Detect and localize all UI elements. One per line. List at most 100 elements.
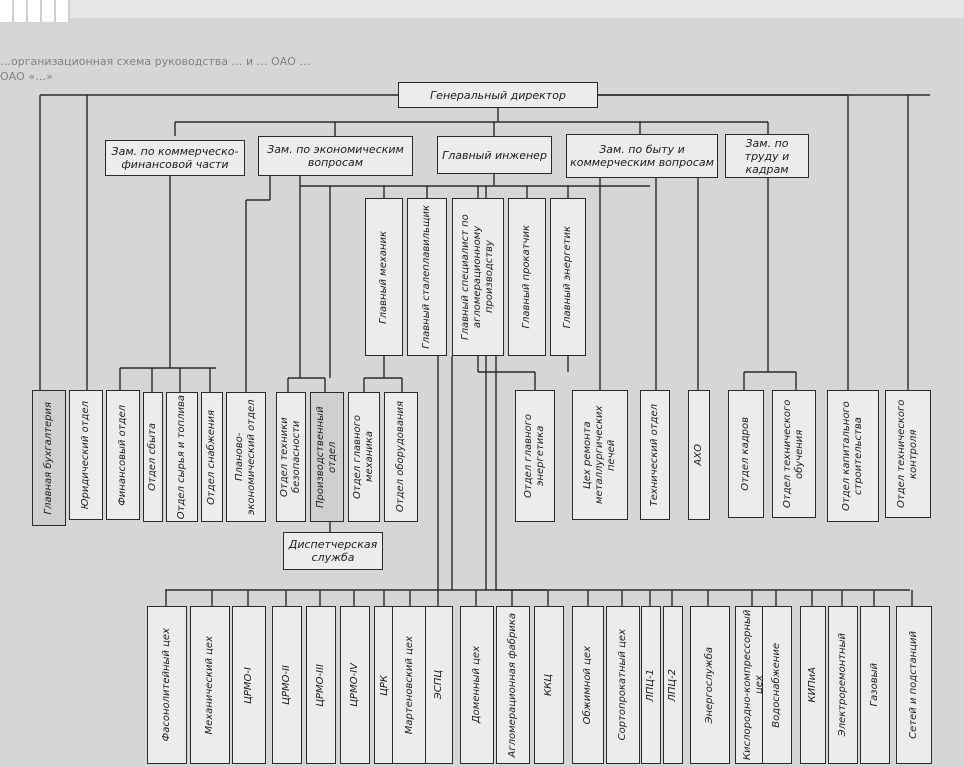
box-chief-steel-label: Главный сталеплавильщик <box>421 205 432 349</box>
box-aho-label: АХО <box>693 444 704 466</box>
box-legal: Юридический отдел <box>69 390 103 520</box>
box-chief-steel: Главный сталеплавильщик <box>407 198 447 356</box>
box-shop-21: Газовый <box>860 606 890 764</box>
box-training: Отдел технического обучения <box>772 390 816 518</box>
box-fin-dept: Финансовый отдел <box>106 390 140 520</box>
box-sales: Отдел сбыта <box>143 392 163 522</box>
box-shop-18: Водоснабжение <box>762 606 792 764</box>
box-shop-3: ЦРМО-II <box>272 606 302 764</box>
box-furnace-repair-label: Цех ремонта металлургических печей <box>582 405 617 505</box>
box-power-dept-label: Отдел главного энергетика <box>523 413 546 499</box>
box-labor-tech-label: Отдел техники безопасности <box>279 417 302 497</box>
box-aho: АХО <box>688 390 710 520</box>
box-legal-label: Юридический отдел <box>80 400 91 510</box>
box-tech-control-label: Отдел технического контроля <box>896 399 919 509</box>
box-chief-eng-label: Главный инженер <box>442 148 547 162</box>
box-shop-13: Сортопрокатный цех <box>606 606 640 764</box>
box-capital-label: Отдел капитального строительства <box>841 401 864 511</box>
box-equip: Отдел оборудования <box>384 392 418 522</box>
box-shop-0: Фасонолитейный цех <box>147 606 187 764</box>
box-chief-agglo: Главный специалист по агломерационному п… <box>452 198 504 356</box>
box-shop-9: Доменный цех <box>460 606 494 764</box>
box-tech-dept-label: Технический отдел <box>649 403 660 507</box>
box-shop-19: КИПиА <box>800 606 826 764</box>
box-shop-4-label: ЦРМО-III <box>315 663 326 707</box>
box-mech-dept: Отдел главного механика <box>348 392 380 522</box>
box-shop-4: ЦРМО-III <box>306 606 336 764</box>
box-fin-dept-label: Финансовый отдел <box>117 404 128 506</box>
box-supply: Отдел снабжения <box>201 392 223 522</box>
box-shop-5: ЦРМО-IV <box>340 606 370 764</box>
box-gen-dir: Генеральный директор <box>398 82 598 108</box>
box-chief-mech: Главный механик <box>365 198 403 356</box>
box-shop-14-label: ЛПЦ-1 <box>645 668 656 702</box>
box-chief-acc: Главная бухгалтерия <box>32 390 66 526</box>
box-dep-life: Зам. по быту и коммерческим вопросам <box>566 134 718 178</box>
box-dep-econ: Зам. по экономическим вопросам <box>258 136 413 176</box>
box-shop-7: Мартеновский цех <box>392 606 428 764</box>
caption-line-1: …организационная схема руководства … и …… <box>0 55 311 68</box>
box-gen-dir-label: Генеральный директор <box>430 88 566 102</box>
box-shop-16: Энергослужба <box>690 606 730 764</box>
box-tech-dept: Технический отдел <box>640 390 670 520</box>
box-shop-21-label: Газовый <box>869 663 880 707</box>
box-dep-life-label: Зам. по быту и коммерческим вопросам <box>570 143 714 169</box>
box-dep-labor: Зам. по труду и кадрам <box>725 134 809 178</box>
box-mech-dept-label: Отдел главного механика <box>352 414 375 500</box>
box-supply-label: Отдел снабжения <box>206 409 217 505</box>
box-raw-label: Отдел сырья и топлива <box>176 394 187 520</box>
box-chief-mech-label: Главный механик <box>378 230 389 324</box>
box-chief-eng: Главный инженер <box>437 136 552 174</box>
box-shop-12-label: Обжимной цех <box>582 645 593 725</box>
box-chief-power: Главный энергетик <box>550 198 586 356</box>
box-shop-0-label: Фасонолитейный цех <box>161 628 172 742</box>
scan-corner <box>0 0 70 22</box>
box-shop-16-label: Энергослужба <box>704 646 715 724</box>
top-strip <box>0 0 964 18</box>
box-shop-15: ЛПЦ-2 <box>663 606 683 764</box>
box-prod: Производственный отдел <box>310 392 344 522</box>
box-shop-14: ЛПЦ-1 <box>641 606 661 764</box>
box-furnace-repair: Цех ремонта металлургических печей <box>572 390 628 520</box>
box-dep-econ-label: Зам. по экономическим вопросам <box>267 143 404 169</box>
box-equip-label: Отдел оборудования <box>395 401 406 513</box>
box-tech-control: Отдел технического контроля <box>885 390 931 518</box>
box-shop-6-label: ЦРК <box>379 674 390 696</box>
box-chief-acc-label: Главная бухгалтерия <box>43 401 54 515</box>
box-hr-label: Отдел кадров <box>740 417 751 491</box>
box-shop-19-label: КИПиА <box>807 667 818 703</box>
box-dispatch-label: Диспетчерская служба <box>288 538 378 564</box>
box-plan-label: Планово-экономический отдел <box>234 399 257 515</box>
box-chief-roll-label: Главный прокатчик <box>521 225 532 329</box>
box-shop-18-label: Водоснабжение <box>771 642 782 728</box>
box-training-label: Отдел технического обучения <box>782 399 805 509</box>
box-hr: Отдел кадров <box>728 390 764 518</box>
box-shop-3-label: ЦРМО-II <box>281 665 292 705</box>
box-chief-power-label: Главный энергетик <box>562 225 573 329</box>
box-chief-agglo-label: Главный специалист по агломерационному п… <box>460 214 495 340</box>
box-shop-22: Сетей и подстанций <box>896 606 932 764</box>
box-dep-fin: Зам. по коммерческо-финансовой части <box>105 140 245 176</box>
box-shop-5-label: ЦРМО-IV <box>349 663 360 707</box>
box-shop-13-label: Сортопрокатный цех <box>617 629 628 741</box>
caption-line-2: ОАО «…» <box>0 70 53 83</box>
box-shop-22-label: Сетей и подстанций <box>908 631 919 739</box>
box-shop-20: Электроремонтный <box>828 606 858 764</box>
box-shop-2-label: ЦРМО-I <box>243 666 254 704</box>
box-capital: Отдел капитального строительства <box>827 390 879 522</box>
box-prod-label: Производственный отдел <box>315 406 338 508</box>
box-shop-15-label: ЛПЦ-2 <box>667 668 678 702</box>
box-shop-8-label: ЭСПЦ <box>433 670 444 700</box>
box-shop-12: Обжимной цех <box>572 606 604 764</box>
box-raw: Отдел сырья и топлива <box>166 392 198 522</box>
box-shop-10: Агломерационная фабрика <box>496 606 530 764</box>
box-dispatch: Диспетчерская служба <box>283 532 383 570</box>
box-shop-7-label: Мартеновский цех <box>404 635 415 735</box>
box-sales-label: Отдел сбыта <box>147 423 158 491</box>
box-shop-1-label: Механический цех <box>204 635 215 735</box>
box-chief-roll: Главный прокатчик <box>508 198 546 356</box>
box-dep-labor-label: Зам. по труду и кадрам <box>744 136 790 176</box>
box-plan: Планово-экономический отдел <box>226 392 266 522</box>
box-shop-2: ЦРМО-I <box>232 606 266 764</box>
